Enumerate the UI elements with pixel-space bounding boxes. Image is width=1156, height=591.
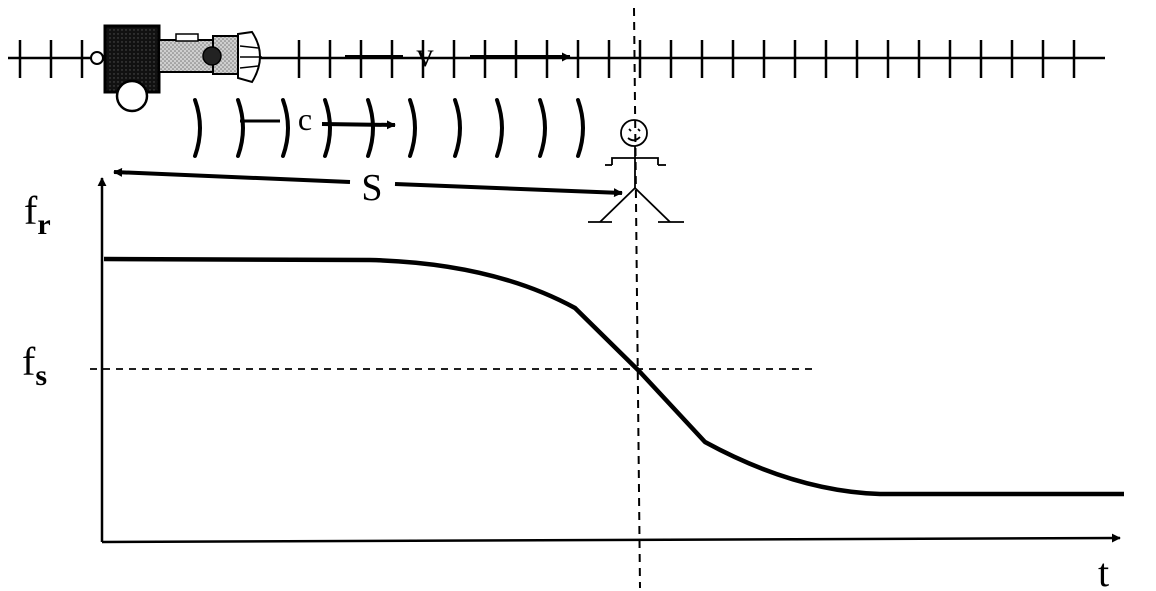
sound-wave-icon — [195, 100, 583, 156]
train-icon — [91, 26, 262, 111]
sound-wave-arc — [283, 100, 288, 156]
velocity-label: v — [417, 37, 434, 74]
sound-wave-arc — [195, 100, 200, 156]
velocity-arrow: v — [345, 37, 570, 74]
axes — [102, 178, 1120, 542]
sound-speed-label: c — [298, 101, 312, 137]
sound-wave-arc — [325, 100, 330, 156]
sound-wave-arc — [238, 100, 243, 156]
observer-position-line — [634, 8, 640, 588]
sound-wave-arc — [455, 100, 460, 156]
sound-wave-arc — [410, 100, 415, 156]
sound-wave-arc — [540, 100, 545, 156]
distance-label: S — [361, 167, 382, 209]
source-frequency-label: fs — [22, 339, 47, 392]
distance-arrow: S — [114, 167, 622, 209]
sound-wave-arc — [578, 100, 583, 156]
sound-wave-arc — [497, 100, 502, 156]
time-axis-label: t — [1098, 550, 1109, 591]
sound-wave-arc — [368, 100, 373, 156]
received-frequency-curve — [104, 259, 1124, 494]
y-axis-label: fr — [24, 188, 51, 241]
